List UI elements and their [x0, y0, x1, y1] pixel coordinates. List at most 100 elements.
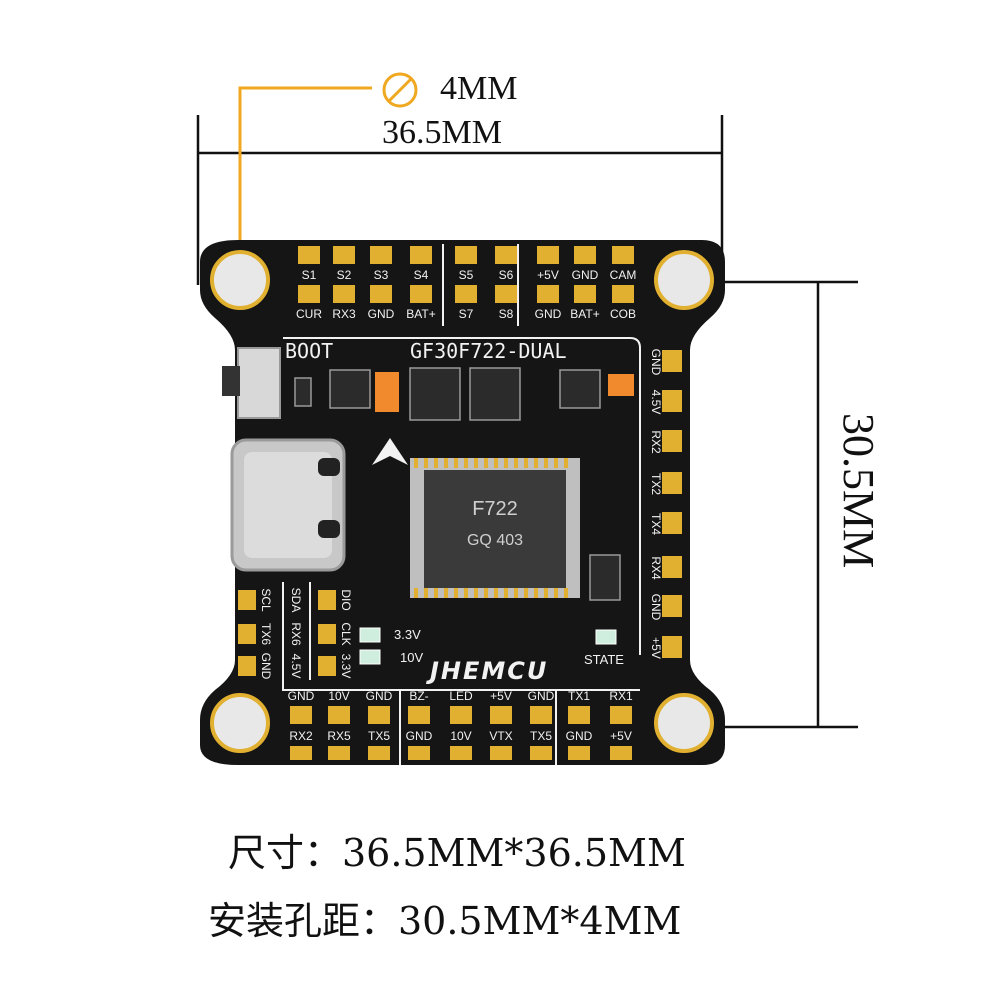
pad-label-bottom: 10V [450, 729, 471, 743]
pad-bottom [408, 746, 430, 760]
mcu-pin [484, 458, 488, 468]
pad-top [370, 285, 392, 303]
pad-bottom [568, 706, 590, 724]
pad-label-top: S6 [499, 268, 514, 282]
pad-bottom [328, 706, 350, 724]
pad-right [662, 430, 682, 452]
mcu-pin [544, 458, 548, 468]
mcu-pin [524, 458, 528, 468]
pad-right [662, 595, 682, 617]
pad-bottom [368, 706, 390, 724]
mcu-pin [484, 588, 488, 598]
pad-label-bottom: +5V [610, 729, 632, 743]
pad-bottom [490, 706, 512, 724]
pad-top [455, 246, 477, 264]
pad-right [662, 472, 682, 494]
pad-label-right: TX2 [649, 473, 663, 495]
mcu-pin [514, 588, 518, 598]
mcu-pin [504, 458, 508, 468]
pad-label-bottom: LED [449, 689, 473, 703]
pad-bottom [490, 746, 512, 760]
capacitor [375, 372, 399, 412]
pad-bottom [568, 746, 590, 760]
pad-label-left: CLK [339, 622, 353, 645]
mcu-pin [464, 458, 468, 468]
pad-label-left: GND [259, 653, 273, 680]
pad-label-top: S5 [459, 268, 474, 282]
hole-leader-line [238, 86, 372, 288]
pad-label-bottom: VTX [489, 729, 512, 743]
led-state [595, 629, 617, 645]
pad-top [574, 246, 596, 264]
mcu-pin [414, 588, 418, 598]
pad-label-top: S8 [499, 307, 514, 321]
usb-c-port [230, 438, 346, 572]
pad-label-right: GND [649, 349, 663, 376]
pad-left [238, 590, 256, 610]
pad-label-top: GND [572, 268, 599, 282]
pad-label-top: +5V [537, 268, 559, 282]
mcu-pin [474, 588, 478, 598]
pad-top [370, 246, 392, 264]
diameter-icon [382, 72, 418, 108]
led-label-3v3: 3.3V [394, 627, 421, 642]
mcu-pin [434, 588, 438, 598]
mcu-pin [564, 458, 568, 468]
pad-label-bottom: GND [288, 689, 315, 703]
state-label: STATE [584, 652, 624, 667]
pad-bottom [408, 706, 430, 724]
pad-label-top: GND [535, 307, 562, 321]
pad-label-bottom: BZ- [409, 689, 428, 703]
mcu-pin [554, 588, 558, 598]
hole-diameter-label: 4MM [440, 70, 518, 107]
height-dimension [680, 280, 858, 729]
mcu-pin [524, 588, 528, 598]
mcu-pin [534, 458, 538, 468]
capacitor [608, 374, 634, 396]
pad-label-top: S3 [374, 268, 389, 282]
pad-top [455, 285, 477, 303]
pad-bottom [530, 746, 552, 760]
direction-arrow [372, 438, 408, 465]
pad-label-bottom: RX2 [289, 729, 313, 743]
pad-top [298, 285, 320, 303]
pad-label-top: RX3 [332, 307, 356, 321]
pad-right [662, 556, 682, 578]
brand-logo-text: JHEMCU [430, 657, 549, 685]
pad-label-right: +5V [649, 637, 663, 659]
pad-bottom [290, 706, 312, 724]
mcu-chip: F722 GQ 403 [410, 458, 580, 598]
pad-top [410, 246, 432, 264]
pad-top [612, 285, 634, 303]
pad-label-bottom: GND [406, 729, 433, 743]
pad-right [662, 350, 682, 372]
pad-label-top: S2 [337, 268, 352, 282]
pad-left [238, 624, 256, 644]
pad-top [495, 285, 517, 303]
pad-top [495, 246, 517, 264]
pad-bottom [530, 706, 552, 724]
mounting-holes [210, 250, 714, 753]
mcu-pin [414, 458, 418, 468]
pad-label-bottom: RX5 [327, 729, 351, 743]
led-10v [359, 649, 381, 665]
pad-label-top: S1 [302, 268, 317, 282]
pad-bottom [368, 746, 390, 760]
components [294, 367, 621, 601]
pad-label-top: COB [610, 307, 636, 321]
model-label: GF30F722-DUAL [410, 339, 567, 363]
pad-left [238, 656, 256, 676]
pad-label-top: GND [368, 307, 395, 321]
pad-top [574, 285, 596, 303]
pad-label-top: S4 [414, 268, 429, 282]
pad-label-left: TX6 [259, 623, 273, 645]
mcu-pin [504, 588, 508, 598]
pad-top [612, 246, 634, 264]
boot-button [222, 347, 281, 419]
pad-right [662, 512, 682, 534]
pad-label-bottom: TX1 [568, 689, 590, 703]
mcu-pin [444, 588, 448, 598]
pad-label-left: SCL [259, 588, 273, 612]
pad-top [333, 246, 355, 264]
